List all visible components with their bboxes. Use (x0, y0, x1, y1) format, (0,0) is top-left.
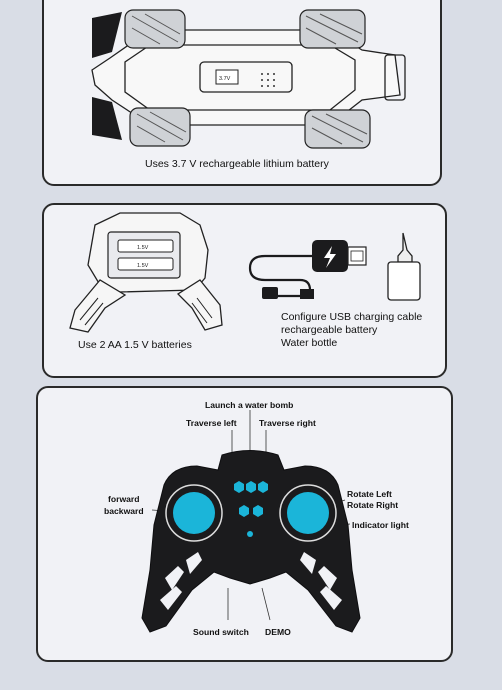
label-traverse-left: Traverse left (186, 418, 237, 428)
label-indicator-light: Indicator light (352, 520, 409, 530)
label-rotate-left: Rotate Left (347, 489, 392, 499)
vehicle-battery-label: 3.7V (219, 76, 231, 82)
aa-battery-label-2: 1.5V (137, 263, 149, 269)
joystick-ring (165, 484, 337, 542)
accessory-rechargeable-battery: rechargeable battery (281, 324, 378, 336)
aa-battery-icon (117, 239, 174, 271)
label-rotate-right: Rotate Right (347, 500, 399, 510)
accessory-water-bottle: Water bottle (281, 337, 338, 349)
label-launch-water-bomb: Launch a water bomb (205, 400, 294, 410)
hex-button (234, 481, 268, 517)
indicator-light-icon (247, 531, 253, 537)
label-forward: forward (108, 494, 140, 504)
vehicle-battery-caption: Uses 3.7 V rechargeable lithium battery (145, 158, 329, 170)
controller-body (141, 450, 361, 633)
aa-battery-label-1: 1.5V (137, 245, 149, 251)
label-traverse-right: Traverse right (259, 418, 316, 428)
controller-battery-caption: Use 2 AA 1.5 V batteries (78, 339, 192, 351)
label-sound-switch: Sound switch (193, 627, 249, 637)
label-demo: DEMO (265, 627, 291, 637)
right-joystick (287, 492, 329, 534)
rc-car-illustration: 3.7V (91, 9, 406, 149)
label-backward: backward (104, 506, 144, 516)
water-bottle-icon (387, 232, 421, 301)
left-joystick (173, 492, 215, 534)
accessory-usb-cable: Configure USB charging cable (281, 311, 423, 323)
